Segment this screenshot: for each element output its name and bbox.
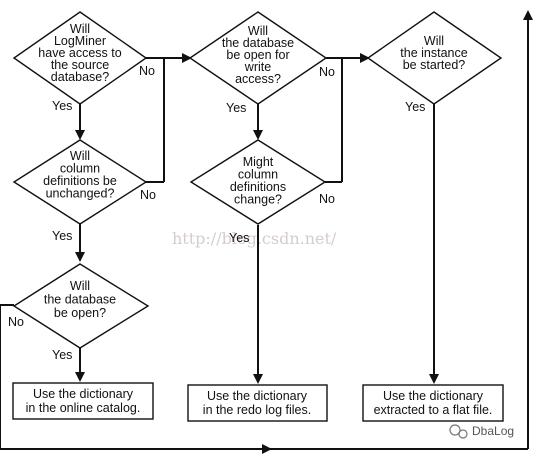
node-line: change?	[234, 193, 282, 207]
node-line: extracted to a flat file.	[374, 403, 493, 417]
logo-bubble-icon	[449, 424, 461, 436]
node-line: unchanged?	[46, 187, 115, 201]
node-line: have access to	[38, 46, 121, 60]
q5-yes-label: Yes	[229, 231, 249, 245]
node-line: write	[244, 60, 271, 74]
node-line: database?	[51, 70, 109, 84]
q1-yes-label: Yes	[52, 99, 72, 113]
node-line: Use the dictionary	[383, 389, 484, 403]
node-line: Might	[243, 155, 274, 169]
q1-no-label: No	[139, 64, 155, 78]
connectors	[0, 10, 533, 454]
node-line: Use the dictionary	[33, 387, 134, 401]
node-line: Will	[70, 149, 90, 163]
node-line: the database	[44, 293, 116, 307]
decision-q5	[189, 139, 327, 225]
q3-yes-label: Yes	[52, 348, 72, 362]
q4-yes-label: Yes	[226, 101, 246, 115]
node-line: the instance	[400, 46, 467, 60]
node-line: definitions be	[43, 174, 117, 188]
node-line: Will	[424, 34, 444, 48]
decision-q2	[12, 139, 148, 225]
result-r3	[362, 384, 504, 422]
dbalog-logo: DbaLog	[449, 424, 514, 439]
node-line: definitions	[230, 180, 286, 194]
node-line: LogMiner	[54, 34, 106, 48]
node-line: in the redo log files.	[203, 403, 311, 417]
node-line: the database	[222, 36, 294, 50]
result-r2	[187, 384, 328, 422]
node-line: Use the dictionary	[207, 389, 308, 403]
node-line: Will	[70, 279, 90, 293]
node-line: column	[60, 162, 100, 176]
q4-no-label: No	[319, 65, 335, 79]
q2-no-label: No	[140, 188, 156, 202]
q5-no-label: No	[319, 192, 335, 206]
decision-q6	[366, 11, 503, 105]
node-line: be open?	[54, 306, 106, 320]
result-r1	[12, 382, 154, 420]
logo-text: DbaLog	[472, 424, 514, 438]
node-line: be started?	[403, 58, 466, 72]
node-line: Will	[248, 24, 268, 38]
decision-q4	[188, 11, 328, 105]
q6-yes-label: Yes	[405, 100, 425, 114]
q2-yes-label: Yes	[52, 229, 72, 243]
node-line: be open for	[226, 48, 289, 62]
decision-q1	[12, 11, 148, 105]
watermark: http://blog.csdn.net/	[172, 229, 337, 248]
node-line: column	[238, 168, 278, 182]
node-line: Will	[70, 22, 90, 36]
node-line: the source	[51, 58, 109, 72]
node-line: in the online catalog.	[26, 401, 141, 415]
node-line: access?	[235, 72, 281, 86]
logo-bubble-small-icon	[458, 429, 468, 439]
q3-no-label: No	[8, 315, 24, 329]
decision-q3	[12, 263, 150, 349]
